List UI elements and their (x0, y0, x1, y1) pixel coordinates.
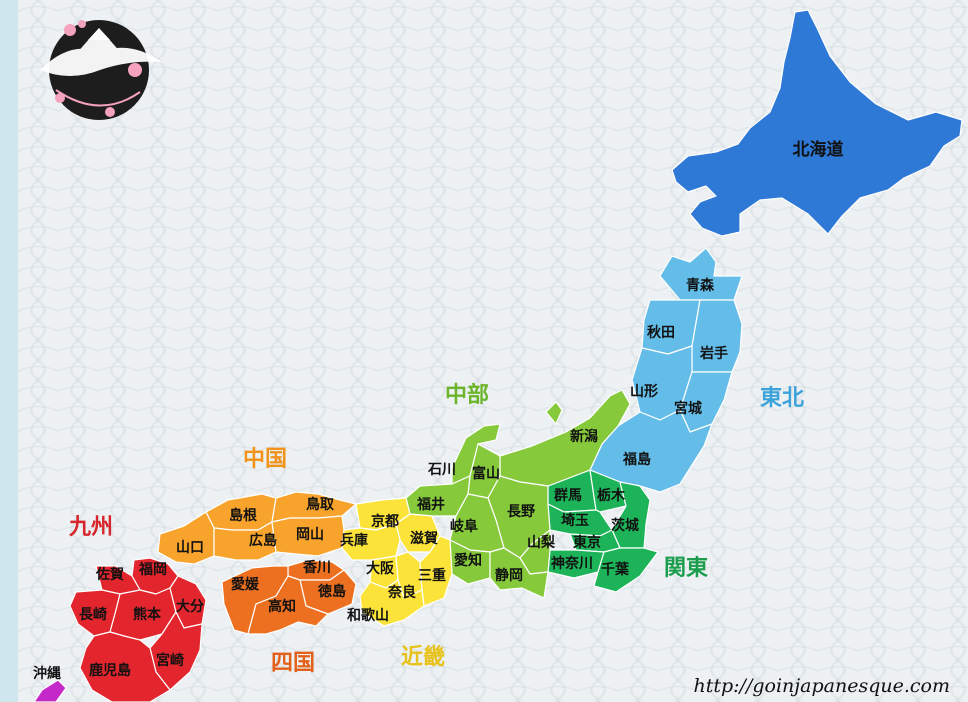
region-labels: 東北 関東 中部 近畿 中国 四国 九州 (68, 382, 804, 676)
label-yamanashi: 山梨 (527, 534, 556, 551)
label-kyoto: 京都 (371, 513, 399, 530)
label-gunma: 群馬 (553, 487, 582, 504)
label-aichi: 愛知 (454, 552, 482, 569)
label-fukui: 福井 (416, 496, 445, 513)
label-saitama: 埼玉 (561, 512, 589, 529)
label-okayama: 岡山 (296, 527, 324, 543)
label-yamagata: 山形 (630, 383, 658, 400)
region-label-kinki: 近畿 (401, 644, 445, 670)
region-label-kanto: 関東 (664, 556, 708, 581)
japan-map: 北海道 青森 秋田 岩手 山形 宮城 福島 新潟 群馬 栃木 埼玉 茨城 東京 … (33, 9, 963, 702)
label-hiroshima: 広島 (249, 532, 277, 549)
prefecture-labels: 北海道 青森 秋田 岩手 山形 宮城 福島 新潟 群馬 栃木 埼玉 茨城 東京 … (33, 139, 844, 682)
region-kyushu (69, 557, 207, 702)
region-label-chubu: 中部 (445, 382, 489, 408)
label-gifu: 岐阜 (450, 518, 478, 535)
region-chugoku (157, 491, 357, 565)
region-okinawa (33, 679, 67, 702)
label-kumamoto: 熊本 (133, 606, 162, 623)
label-saga: 佐賀 (95, 566, 124, 583)
region-kinki (341, 497, 453, 627)
label-fukuoka: 福岡 (138, 561, 167, 578)
label-chiba: 千葉 (601, 561, 630, 578)
label-kagawa: 香川 (302, 559, 331, 576)
label-miyagi: 宮城 (674, 400, 702, 417)
label-nagasaki: 長崎 (79, 606, 107, 623)
label-tottori: 鳥取 (306, 496, 335, 513)
label-tokyo: 東京 (573, 534, 601, 551)
label-ehime: 愛媛 (231, 576, 260, 593)
map-frame: 北海道 青森 秋田 岩手 山形 宮城 福島 新潟 群馬 栃木 埼玉 茨城 東京 … (18, 0, 968, 702)
label-kagoshima: 鹿児島 (88, 662, 131, 679)
region-kanto (547, 469, 659, 593)
goinjapanesque-logo (40, 20, 162, 120)
label-shiga: 滋賀 (410, 530, 438, 547)
region-label-shikoku: 四国 (271, 651, 315, 676)
label-shizuoka: 静岡 (495, 567, 523, 584)
label-akita: 秋田 (647, 324, 675, 341)
region-label-chugoku: 中国 (243, 447, 287, 472)
label-kochi: 高知 (268, 598, 296, 615)
label-osaka: 大阪 (366, 560, 395, 577)
region-label-kyushu: 九州 (68, 515, 113, 540)
label-kanagawa: 神奈川 (551, 555, 593, 572)
label-iwate: 岩手 (699, 345, 728, 362)
label-oita: 大分 (176, 598, 204, 615)
label-aomori: 青森 (686, 277, 715, 294)
region-shikoku (221, 559, 357, 635)
label-tokushima: 徳島 (317, 583, 346, 600)
region-label-tohoku: 東北 (760, 386, 804, 411)
label-ibaraki: 茨城 (611, 517, 639, 534)
label-tochigi: 栃木 (597, 487, 626, 504)
label-niigata: 新潟 (570, 428, 598, 445)
label-okinawa: 沖縄 (33, 665, 61, 682)
label-toyama: 富山 (472, 465, 500, 482)
prefecture-hokkaido-shape[interactable] (671, 9, 963, 237)
label-wakayama: 和歌山 (347, 607, 389, 624)
label-yamaguchi: 山口 (176, 540, 204, 556)
site-url: http://goinjapanesque.com (693, 675, 950, 697)
label-miyazaki: 宮崎 (156, 652, 184, 669)
label-shimane: 島根 (229, 507, 258, 524)
label-hyogo: 兵庫 (340, 532, 368, 549)
label-ishikawa: 石川 (427, 462, 456, 478)
region-tohoku (589, 247, 743, 493)
label-nagano: 長野 (507, 504, 535, 520)
region-chubu (405, 389, 631, 599)
region-hokkaido (671, 9, 963, 237)
label-hokkaido: 北海道 (793, 139, 844, 160)
label-nara: 奈良 (387, 584, 416, 601)
label-fukushima: 福島 (622, 451, 651, 468)
label-mie: 三重 (418, 567, 446, 584)
